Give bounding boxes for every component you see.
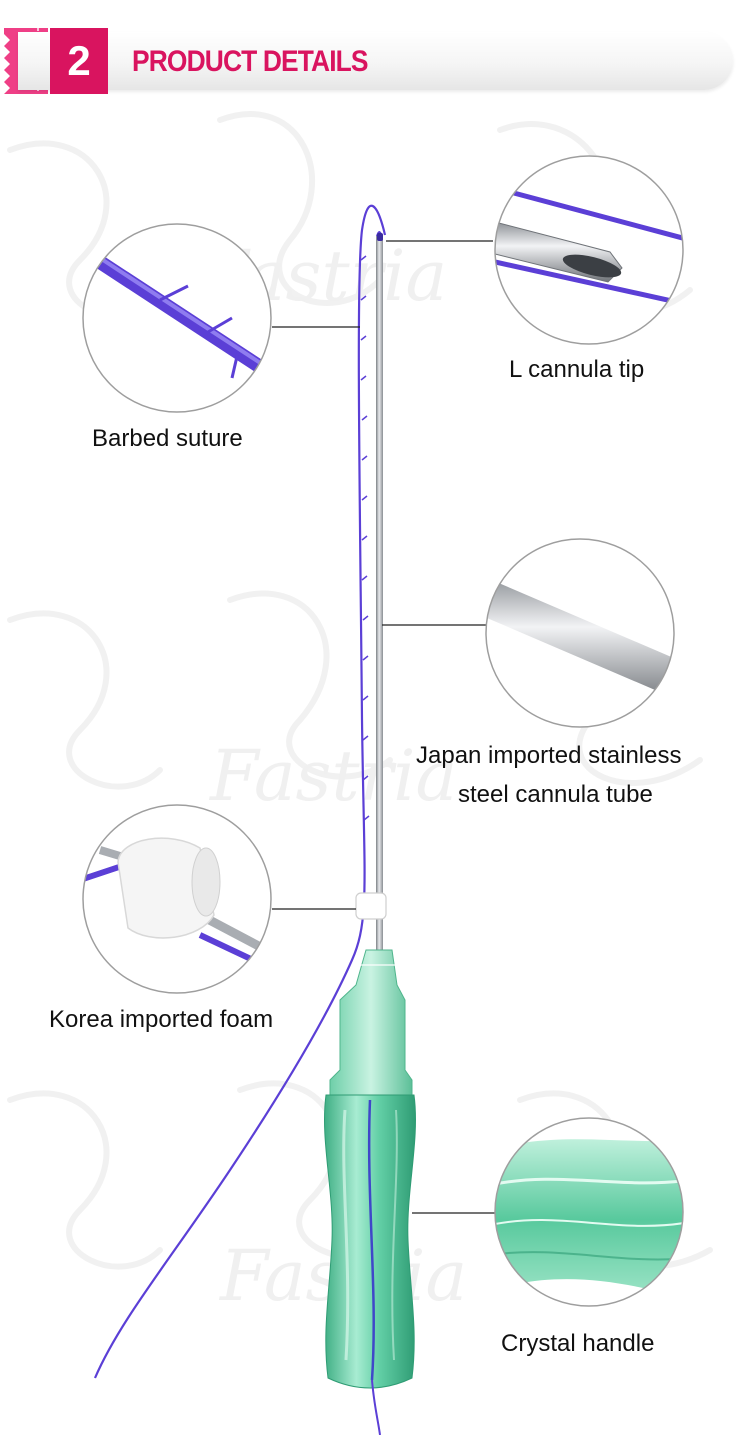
cannula-tube-label-line1: Japan imported stainless xyxy=(416,742,682,769)
l-cannula-tip-label: L cannula tip xyxy=(509,356,645,383)
cannula-tube-label-line2: steel cannula tube xyxy=(458,781,653,808)
l-cannula-tip-zoom xyxy=(495,156,683,344)
crystal-handle-zoom xyxy=(495,1118,683,1306)
section-title: PRODUCT DETAILS xyxy=(132,45,369,78)
foam-piece xyxy=(355,892,387,920)
needle-hub xyxy=(329,949,413,1101)
section-number: 2 xyxy=(50,28,108,94)
foam-zoom xyxy=(83,805,271,993)
thread-barbs xyxy=(360,255,370,821)
section-header: 2 PRODUCT DETAILS xyxy=(0,28,750,94)
foam-label: Korea imported foam xyxy=(49,1006,274,1033)
callout-lines xyxy=(272,240,496,1214)
steel-cannula xyxy=(376,236,383,951)
barbed-suture-label: Barbed suture xyxy=(92,425,243,452)
steel-tube-zoom xyxy=(486,539,674,727)
purple-thread xyxy=(93,204,387,1379)
barbed-suture-zoom xyxy=(83,224,271,412)
crystal-handle-label: Crystal handle xyxy=(501,1330,655,1357)
header-band xyxy=(18,32,733,90)
